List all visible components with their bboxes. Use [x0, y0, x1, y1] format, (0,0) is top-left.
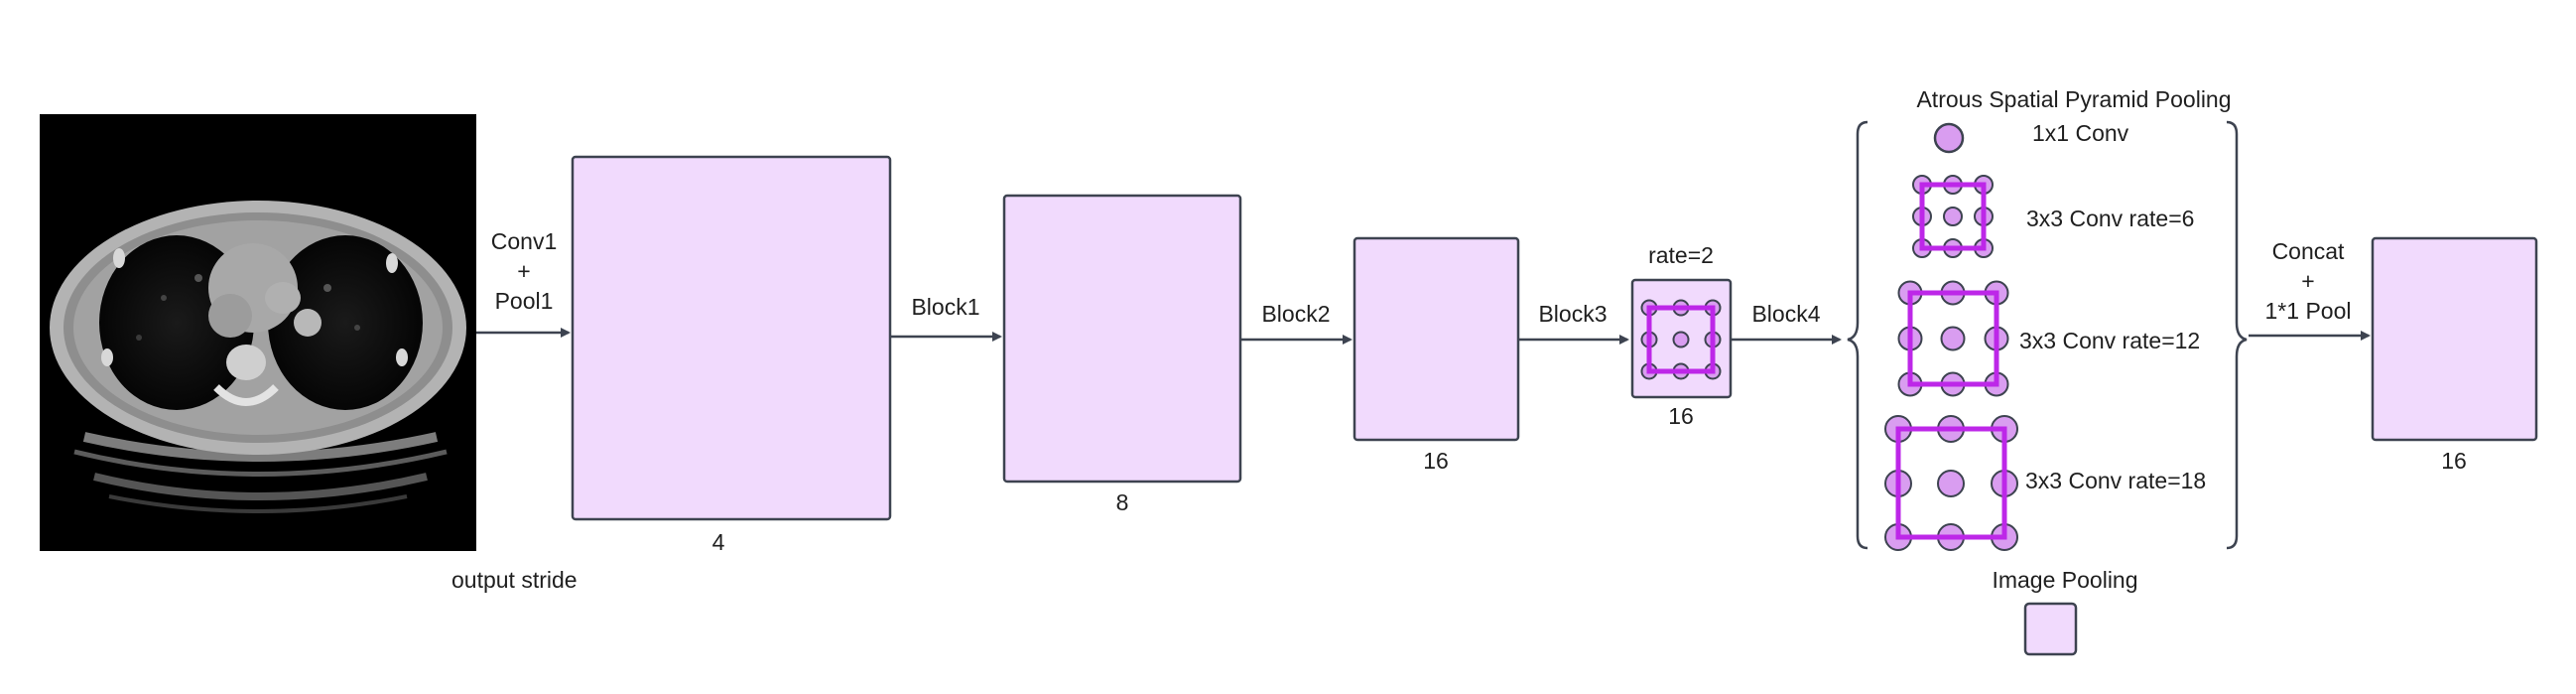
- label-concat-line1: Concat: [2272, 238, 2345, 264]
- aspp-branch-rate-6-label: 3x3 Conv rate=6: [2026, 206, 2194, 231]
- label-conv1-line1: Conv1: [491, 228, 557, 254]
- feature-map-stride-4: [571, 155, 892, 521]
- label-block4: Block4: [1751, 301, 1820, 327]
- stride-label-4: 4: [712, 529, 725, 555]
- feature-map-stride-16-a: [1352, 236, 1520, 442]
- image-pooling-block: [2023, 602, 2078, 656]
- aspp-title: Atrous Spatial Pyramid Pooling: [1916, 86, 2231, 112]
- label-concat-line3: 1*1 Pool: [2265, 298, 2352, 324]
- aspp-branch-1x1-label: 1x1 Conv: [2032, 120, 2129, 146]
- image-pooling-label: Image Pooling: [1992, 567, 2137, 593]
- label-block2: Block2: [1261, 301, 1330, 327]
- output-feature-map: [2371, 236, 2538, 442]
- aspp-right-brace: [2226, 120, 2248, 550]
- label-concat-line2: +: [2301, 268, 2314, 294]
- aspp-1x1-conv-dot: [1933, 122, 1965, 154]
- aspp-branch-rate-18-label: 3x3 Conv rate=18: [2025, 468, 2206, 493]
- atrous-conv-block-rate-2: [1630, 278, 1733, 399]
- stride-label-8: 8: [1116, 489, 1129, 515]
- stride-label-16-output: 16: [2441, 448, 2467, 474]
- feature-map-stride-8: [1002, 194, 1242, 484]
- stride-label-16-a: 16: [1423, 448, 1449, 474]
- rate-label: rate=2: [1648, 242, 1714, 268]
- aspp-conv-rate-18: [1884, 415, 2018, 551]
- label-conv1-line2: +: [517, 258, 530, 284]
- label-block3: Block3: [1538, 301, 1607, 327]
- output-stride-label: output stride: [451, 567, 578, 593]
- aspp-conv-rate-6: [1912, 175, 1994, 258]
- stride-label-16-b: 16: [1668, 403, 1694, 429]
- aspp-conv-rate-12: [1897, 280, 2009, 397]
- input-ct-image: [40, 114, 476, 551]
- label-conv1-line3: Pool1: [495, 288, 554, 314]
- aspp-branch-rate-12-label: 3x3 Conv rate=12: [2019, 328, 2200, 353]
- label-block1: Block1: [911, 294, 979, 320]
- aspp-left-brace: [1847, 120, 1868, 550]
